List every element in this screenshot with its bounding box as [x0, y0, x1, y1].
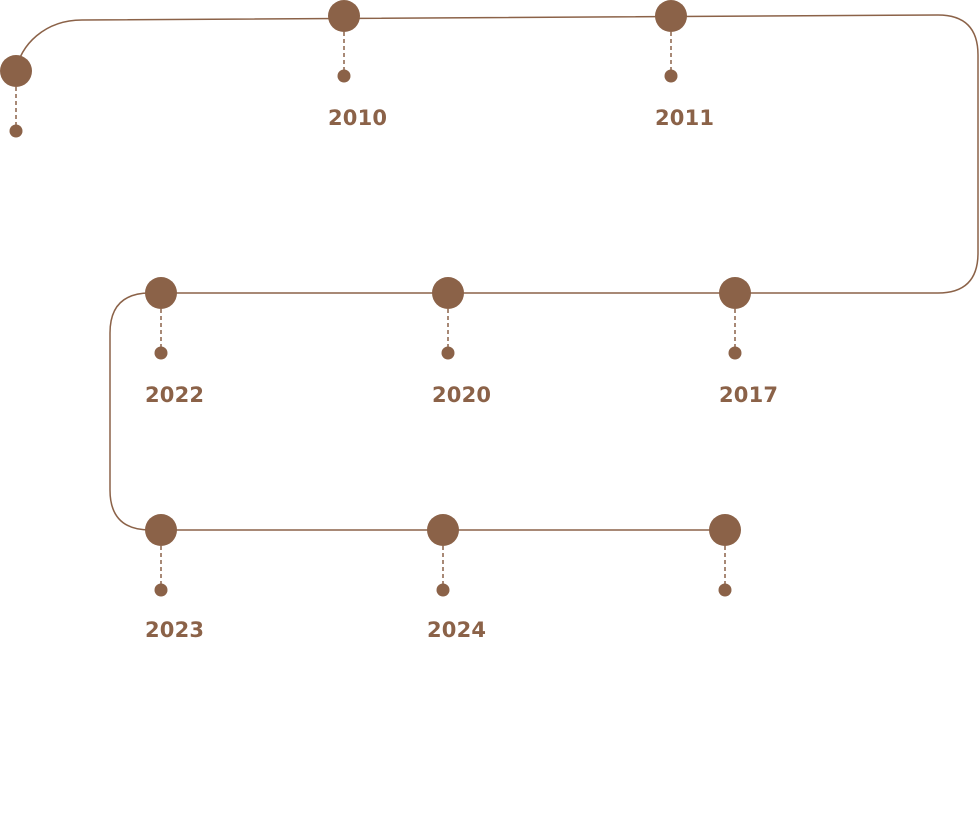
milestone-node	[328, 0, 360, 32]
timeline-path	[15, 14, 979, 531]
milestone-year-label: 2020	[432, 383, 491, 407]
milestone: 2010	[328, 0, 387, 130]
milestone-node	[655, 0, 687, 32]
milestone-dot	[337, 69, 351, 83]
milestone-dot	[154, 583, 168, 597]
milestone-year-label: 2017	[719, 383, 778, 407]
milestone-dot	[154, 346, 168, 360]
milestone: 2020	[432, 277, 491, 407]
milestone-node	[432, 277, 464, 309]
milestone-node	[427, 514, 459, 546]
milestone-year-label: 2023	[145, 618, 204, 642]
milestone-dot	[441, 346, 455, 360]
milestone: 2022	[145, 277, 204, 407]
milestone-year-label: 2024	[427, 618, 486, 642]
milestone-node	[0, 55, 32, 87]
milestone-year-label: 2011	[655, 106, 714, 130]
milestone: 2023	[145, 514, 204, 642]
milestone-year-label: 2022	[145, 383, 204, 407]
milestone-dot	[664, 69, 678, 83]
milestone-node	[145, 277, 177, 309]
milestone-node	[145, 514, 177, 546]
milestone	[709, 514, 741, 597]
milestone-dot	[9, 124, 23, 138]
milestones-layer: 2010 2011 2017 2020 2022 2023 2024	[0, 0, 778, 642]
milestone: 2024	[427, 514, 486, 642]
milestone	[0, 55, 32, 138]
milestone-node	[709, 514, 741, 546]
milestone: 2017	[719, 277, 778, 407]
milestone-dot	[728, 346, 742, 360]
milestone-year-label: 2010	[328, 106, 387, 130]
milestone: 2011	[655, 0, 714, 130]
milestone-dot	[718, 583, 732, 597]
milestone-node	[719, 277, 751, 309]
milestone-dot	[436, 583, 450, 597]
